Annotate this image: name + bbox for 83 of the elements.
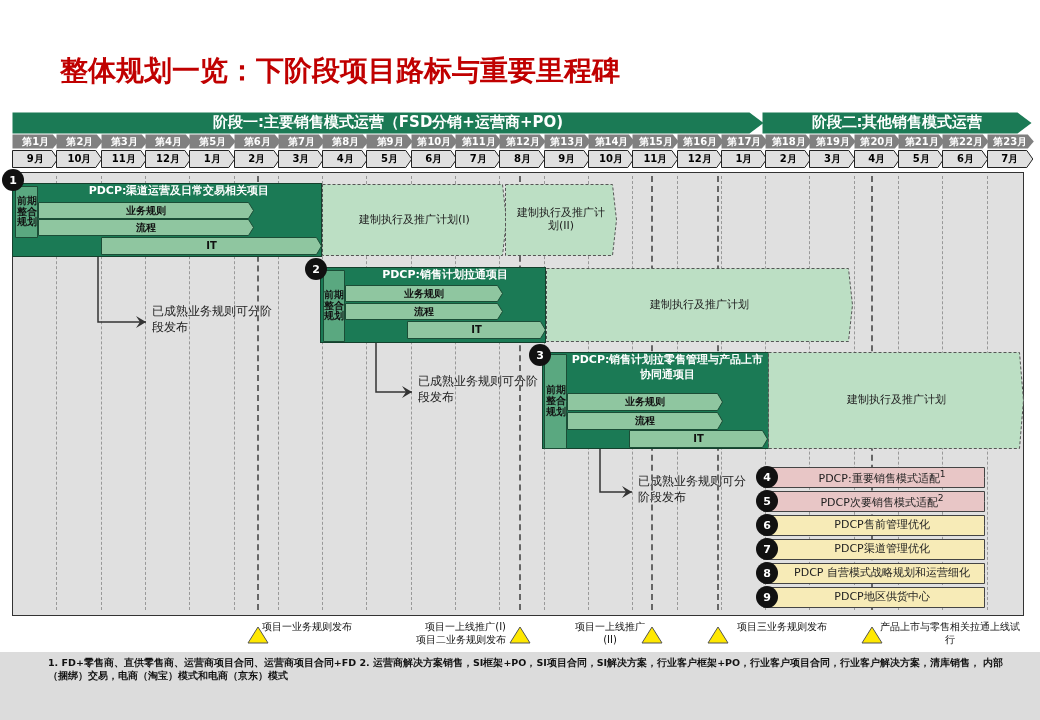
arrow	[375, 342, 413, 398]
workstream-bar: IT	[629, 430, 768, 448]
planning-bar: 前期整合规划	[544, 354, 567, 449]
month-number-tab: 第9月	[366, 134, 414, 149]
milestone-label: 项目一业务规则发布	[262, 620, 353, 633]
workstream-bar: 流程	[38, 219, 254, 236]
milestone-triangle	[509, 626, 531, 644]
month-tab: 12月	[144, 150, 192, 168]
month-tab: 9月	[12, 150, 59, 168]
milestone-triangle	[707, 626, 729, 644]
rollout-band: 建制执行及推广计划	[546, 268, 853, 342]
month-tab: 3月	[809, 150, 856, 168]
month-tab: 11月	[632, 150, 679, 168]
month-number-tab: 第2月	[56, 134, 104, 149]
month-number-tab: 第13月	[543, 134, 591, 149]
month-tab: 11月	[100, 150, 147, 168]
workstream-bar: IT	[407, 321, 546, 339]
month-tab: 3月	[277, 150, 325, 168]
month-number-tab: 第10月	[410, 134, 458, 149]
callout-number: 1	[2, 169, 24, 191]
month-number-tab: 第14月	[587, 134, 636, 149]
month-tab: 1月	[720, 150, 768, 168]
month-tab: 4月	[322, 150, 369, 168]
milestone-label: 项目一上线推广(II)	[574, 620, 646, 646]
month-number-tab: 第21月	[898, 134, 946, 149]
workstream-bar: 流程	[345, 303, 503, 320]
project-title: PDCP:渠道运营及日常交易相关项目	[87, 184, 271, 199]
planning-bar: 前期整合规划	[323, 270, 345, 342]
month-number-tab: 第20月	[853, 134, 901, 149]
month-tab: 10月	[56, 150, 103, 168]
month-number-tab: 第1月	[12, 134, 60, 149]
workstream-bar: IT	[101, 237, 322, 255]
project-title: PDCP:销售计划拉通项目	[381, 268, 509, 283]
milestone-label: 项目三业务规则发布	[737, 620, 828, 633]
month-tab: 12月	[676, 150, 723, 168]
month-number-tab: 第3月	[100, 134, 148, 149]
footnote-text: 1. FD+零售商、直供零售商、运营商项目合同、运营商项目合同+FD 2. 运营商解决方案销售，SI框架+PO，SI项目合同，SI解决方案，行业客户框架+PO，行业客户项目合同，行业客户解决方案，清库销售， 内部（捆绑）交易，电商（淘宝）模式和电商（京东）模式	[48, 657, 1005, 683]
month-number-tab: 第17月	[720, 134, 769, 149]
month-tab: 6月	[942, 150, 989, 168]
month-number-tab: 第5月	[189, 134, 237, 149]
month-number-tab: 第8月	[322, 134, 370, 149]
month-tab: 6月	[410, 150, 457, 168]
month-number-tab: 第22月	[942, 134, 990, 149]
month-number-tab: 第6月	[233, 134, 281, 149]
month-number-tab: 第16月	[676, 134, 724, 149]
phase-banner: 阶段二:其他销售模式运营	[762, 112, 1032, 134]
phase-banner: 阶段一:主要销售模式运营（FSD分销+运营商+PO)	[12, 112, 764, 134]
month-number-tab: 第19月	[809, 134, 857, 149]
rollout-band: 建制执行及推广计划(II)	[505, 184, 617, 256]
month-number-tab: 第15月	[632, 134, 680, 149]
month-tab: 10月	[587, 150, 635, 168]
month-number-tab: 第4月	[144, 134, 193, 149]
month-number-tab: 第7月	[277, 134, 326, 149]
rollout-band: 建制执行及推广计划(I)	[322, 184, 507, 256]
page-title: 整体规划一览：下阶段项目路标与重要里程碑	[60, 53, 620, 89]
month-tab: 2月	[233, 150, 280, 168]
planning-bar: 前期整合规划	[15, 186, 38, 238]
month-tab: 7月	[986, 150, 1033, 168]
rollout-band: 建制执行及推广计划	[768, 352, 1024, 449]
month-tab: 4月	[853, 150, 900, 168]
project-block	[320, 267, 546, 343]
project-block	[12, 183, 322, 257]
arrow	[97, 256, 147, 328]
milestone-label: 产品上市与零售相关拉通上线试行	[880, 620, 1020, 646]
workstream-bar: 流程	[567, 412, 723, 430]
month-tab: 7月	[455, 150, 502, 168]
arrow	[599, 448, 633, 498]
workstream-bar: 业务规则	[567, 393, 723, 411]
month-tab: 5月	[366, 150, 413, 168]
workstream-bar: 业务规则	[38, 202, 254, 219]
month-number-tab: 第11月	[455, 134, 503, 149]
month-number-tab: 第23月	[986, 134, 1034, 149]
month-tab: 5月	[898, 150, 945, 168]
project-block	[542, 352, 769, 449]
month-tab: 2月	[765, 150, 812, 168]
month-tab: 1月	[189, 150, 236, 168]
month-number-tab: 第18月	[765, 134, 813, 149]
month-tab: 8月	[499, 150, 546, 168]
month-number-tab: 第12月	[499, 134, 547, 149]
month-tab: 9月	[543, 150, 590, 168]
milestone-label: 项目一上线推广(I) 项目二业务规则发布	[415, 620, 506, 646]
workstream-bar: 业务规则	[345, 285, 503, 302]
project-title: PDCP:销售计划拉零售管理与产品上市协同通项目	[570, 353, 765, 383]
